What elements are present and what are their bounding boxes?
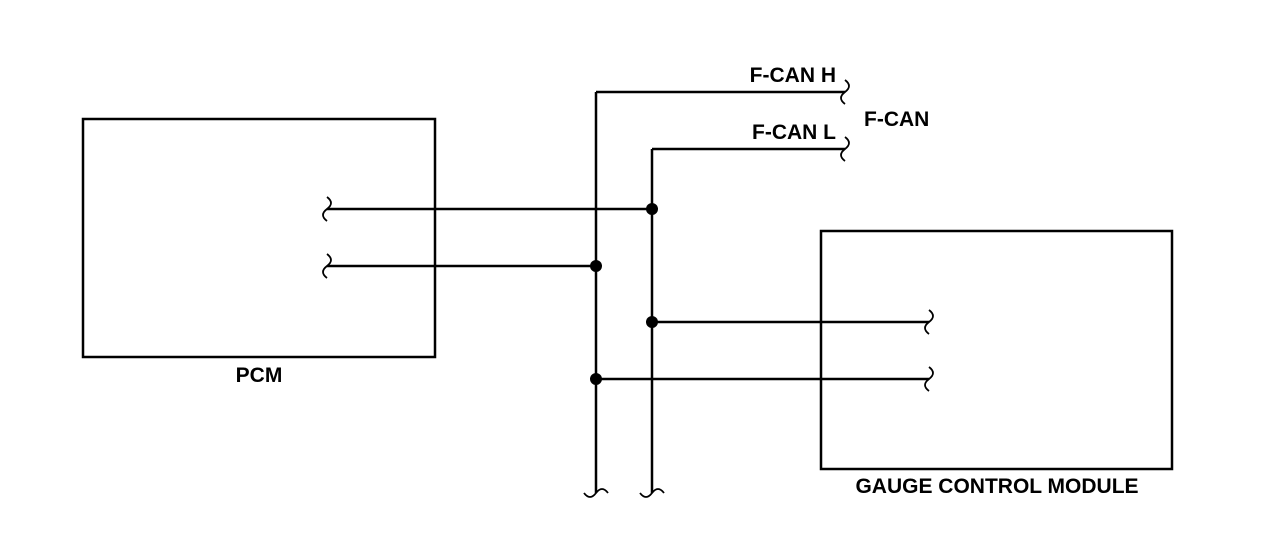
pcm-box	[81, 117, 437, 359]
gauge-control-module-box	[819, 229, 1174, 471]
junction-dot-icon	[590, 203, 658, 385]
f-can-bus-label: F-CAN	[864, 108, 929, 131]
wire-break-icon	[322, 79, 934, 498]
pcm-label: PCM	[236, 364, 283, 387]
f-can-l-label: F-CAN L	[752, 121, 836, 144]
gauge-control-module-label: GAUGE CONTROL MODULE	[855, 475, 1138, 498]
f-can-h-label: F-CAN H	[750, 64, 836, 87]
